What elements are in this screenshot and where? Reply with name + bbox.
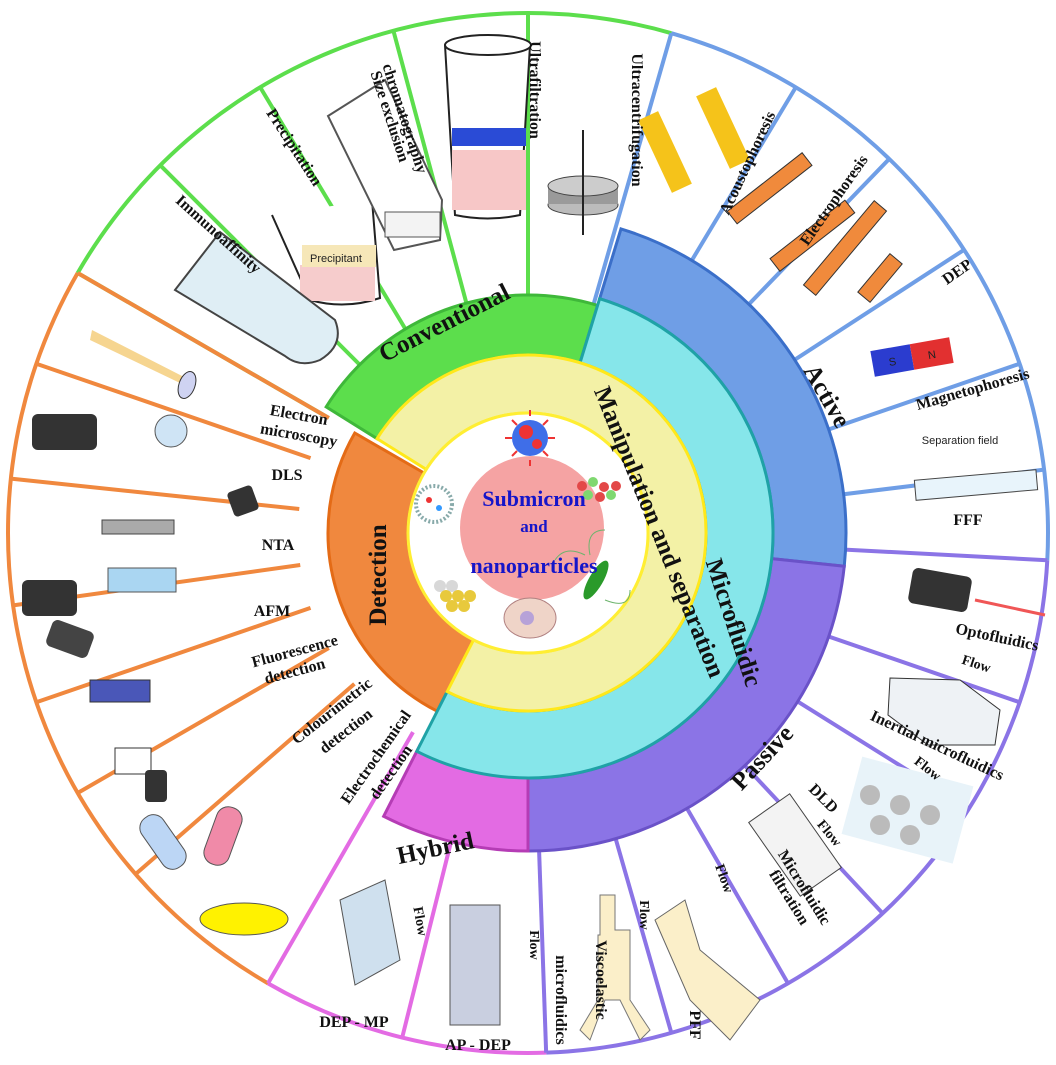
bacterium-icon (554, 529, 631, 604)
detection-outer-rim (6, 272, 270, 986)
precipitant-label: Precipitant (310, 253, 362, 265)
particle-cluster-icon (577, 477, 621, 502)
inertial-illustration (887, 677, 1001, 746)
afm-label: AFM (254, 603, 290, 620)
sector-divider (589, 32, 674, 313)
dls-label: DLS (271, 467, 302, 484)
detection-label: Detection (365, 524, 392, 625)
dep-mp-label: DEP - MP (319, 1014, 389, 1031)
fluorescence-illustration (114, 747, 167, 802)
visco-label-line1: Viscoelastic (592, 940, 609, 1019)
pff-label: PFF (686, 1010, 703, 1040)
visco-label-line2: microfluidics (552, 955, 569, 1044)
sector-divider (266, 731, 415, 985)
dep-mp-flow-label: Flow (409, 906, 429, 939)
optofluidics-label: Optofluidics (954, 621, 1040, 655)
nanoparticle-pile-icon (434, 580, 476, 612)
virus-icon (505, 410, 555, 466)
center-pink-circle (460, 456, 604, 600)
ap-dep-flow-label: Flow (526, 930, 541, 960)
nta-label: NTA (262, 537, 295, 554)
electron-microscopy-illustration (90, 330, 197, 399)
fff-label: FFF (953, 512, 983, 529)
magnet-illustration: S N (870, 337, 954, 377)
electrophoresis-illustration (726, 152, 856, 272)
ultracentrifugation-illustration (547, 130, 619, 235)
pff-flow-label: Flow (711, 862, 736, 896)
ultrafiltration-label: Ultrafiltration (526, 41, 543, 139)
dep-illustration (802, 200, 903, 303)
sector-divider (391, 30, 471, 312)
optofluidics-illustration (908, 568, 1046, 617)
center-title-line2: and (520, 517, 548, 536)
sec-column-illustration (326, 78, 444, 252)
pff-illustration (654, 899, 761, 1041)
ultracentrifugation-label: Ultracentrifugation (628, 53, 645, 186)
optofluidics-flow-label: Flow (960, 653, 994, 677)
sector-divider (35, 361, 312, 461)
afm-illustration (46, 620, 151, 703)
sector-divider (76, 271, 330, 420)
nta-illustration (22, 519, 177, 616)
microfiltration-illustration (748, 793, 842, 897)
center-title-line1: Submicron (482, 486, 586, 511)
electrochemical-illustration (199, 902, 289, 936)
magnet-n: N (927, 349, 937, 362)
precipitation-illustration: Precipitant (271, 199, 382, 306)
precipitation-label: Precipitation (263, 106, 326, 190)
acoustophoresis-illustration (638, 87, 750, 193)
cell-icon (503, 597, 557, 639)
colourimetric-illustration (139, 806, 243, 870)
ap-dep-illustration (449, 904, 501, 1026)
dld-label: DLD (805, 781, 841, 817)
hybrid-outer-rim (267, 981, 547, 1055)
fff-illustration: Separation field (913, 435, 1039, 501)
liposome-icon (414, 484, 454, 524)
viscoelastic-illustration (579, 894, 651, 1041)
dep-mp-illustration (339, 879, 401, 986)
separation-field-label: Separation field (922, 435, 998, 447)
ultrafiltration-illustration (444, 34, 532, 220)
dls-illustration (32, 414, 259, 517)
magnetophoresis-label: Magnetophoresis (914, 365, 1031, 414)
magnet-s: S (888, 356, 897, 369)
visco-flow-label: Flow (636, 900, 651, 930)
sector-divider (35, 605, 312, 705)
immunoaffinity-illustration (173, 230, 339, 365)
dld-illustration (841, 756, 974, 864)
ap-dep-label: AP - DEP (445, 1037, 511, 1054)
center-title-line3: nanoparticles (470, 553, 598, 578)
